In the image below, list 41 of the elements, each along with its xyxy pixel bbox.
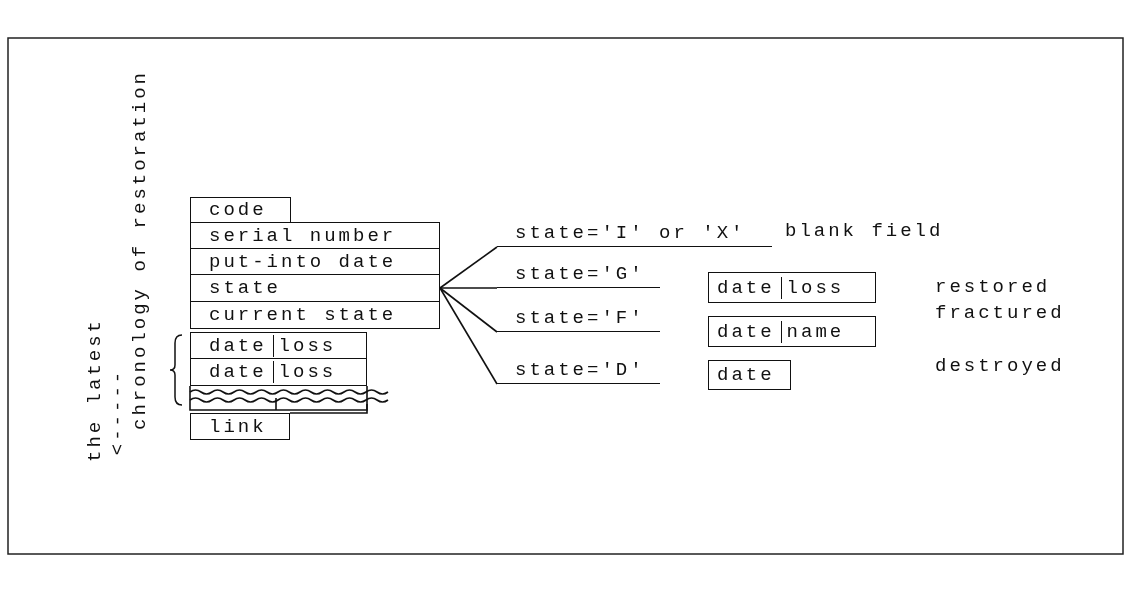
record-row xyxy=(190,358,367,386)
field-text: current state xyxy=(208,304,398,326)
record-field xyxy=(190,413,290,440)
record-row xyxy=(708,316,876,347)
field-cell-text: loss xyxy=(780,276,851,299)
field-cell-text: name xyxy=(780,320,851,343)
field-cell-text: loss xyxy=(272,334,343,357)
state-meaning-label: restored xyxy=(935,276,1051,298)
field-cell-text: date xyxy=(208,361,268,383)
record-field xyxy=(190,222,440,249)
record-row xyxy=(190,332,367,359)
state-meaning-label: destroyed xyxy=(935,355,1065,377)
record-field xyxy=(190,301,440,329)
field-cell-text: loss xyxy=(272,361,343,383)
field-cell-text: date xyxy=(716,276,776,299)
connector-line xyxy=(439,287,498,289)
field-cell-text: date xyxy=(716,320,776,343)
field-text: serial number xyxy=(208,224,398,247)
record-field xyxy=(708,360,791,390)
record-row xyxy=(708,272,876,303)
state-meaning-label: fractured xyxy=(935,302,1065,324)
field-text: state='G' xyxy=(514,263,646,285)
vertical-label: the latest xyxy=(84,318,106,462)
field-text: state='D' xyxy=(514,359,646,381)
connector-line xyxy=(439,246,498,289)
connector-line xyxy=(439,287,498,333)
vertical-label: chronology of restoration xyxy=(129,70,151,430)
field-cell-text: date xyxy=(208,334,268,357)
record-field xyxy=(190,248,440,275)
record-field xyxy=(190,274,440,302)
field-text: put-into date xyxy=(208,250,398,273)
field-text: code xyxy=(208,199,268,221)
field-text: link xyxy=(208,415,268,438)
connector-line xyxy=(439,287,498,385)
field-text: state='I' or 'X' xyxy=(514,222,747,244)
vertical-label: <----- xyxy=(107,368,129,456)
field-text: state='F' xyxy=(514,307,646,329)
record-field xyxy=(190,197,291,223)
field-text: date xyxy=(716,364,776,386)
state-meaning-label: blank field xyxy=(785,220,944,242)
field-text: state xyxy=(208,277,282,299)
